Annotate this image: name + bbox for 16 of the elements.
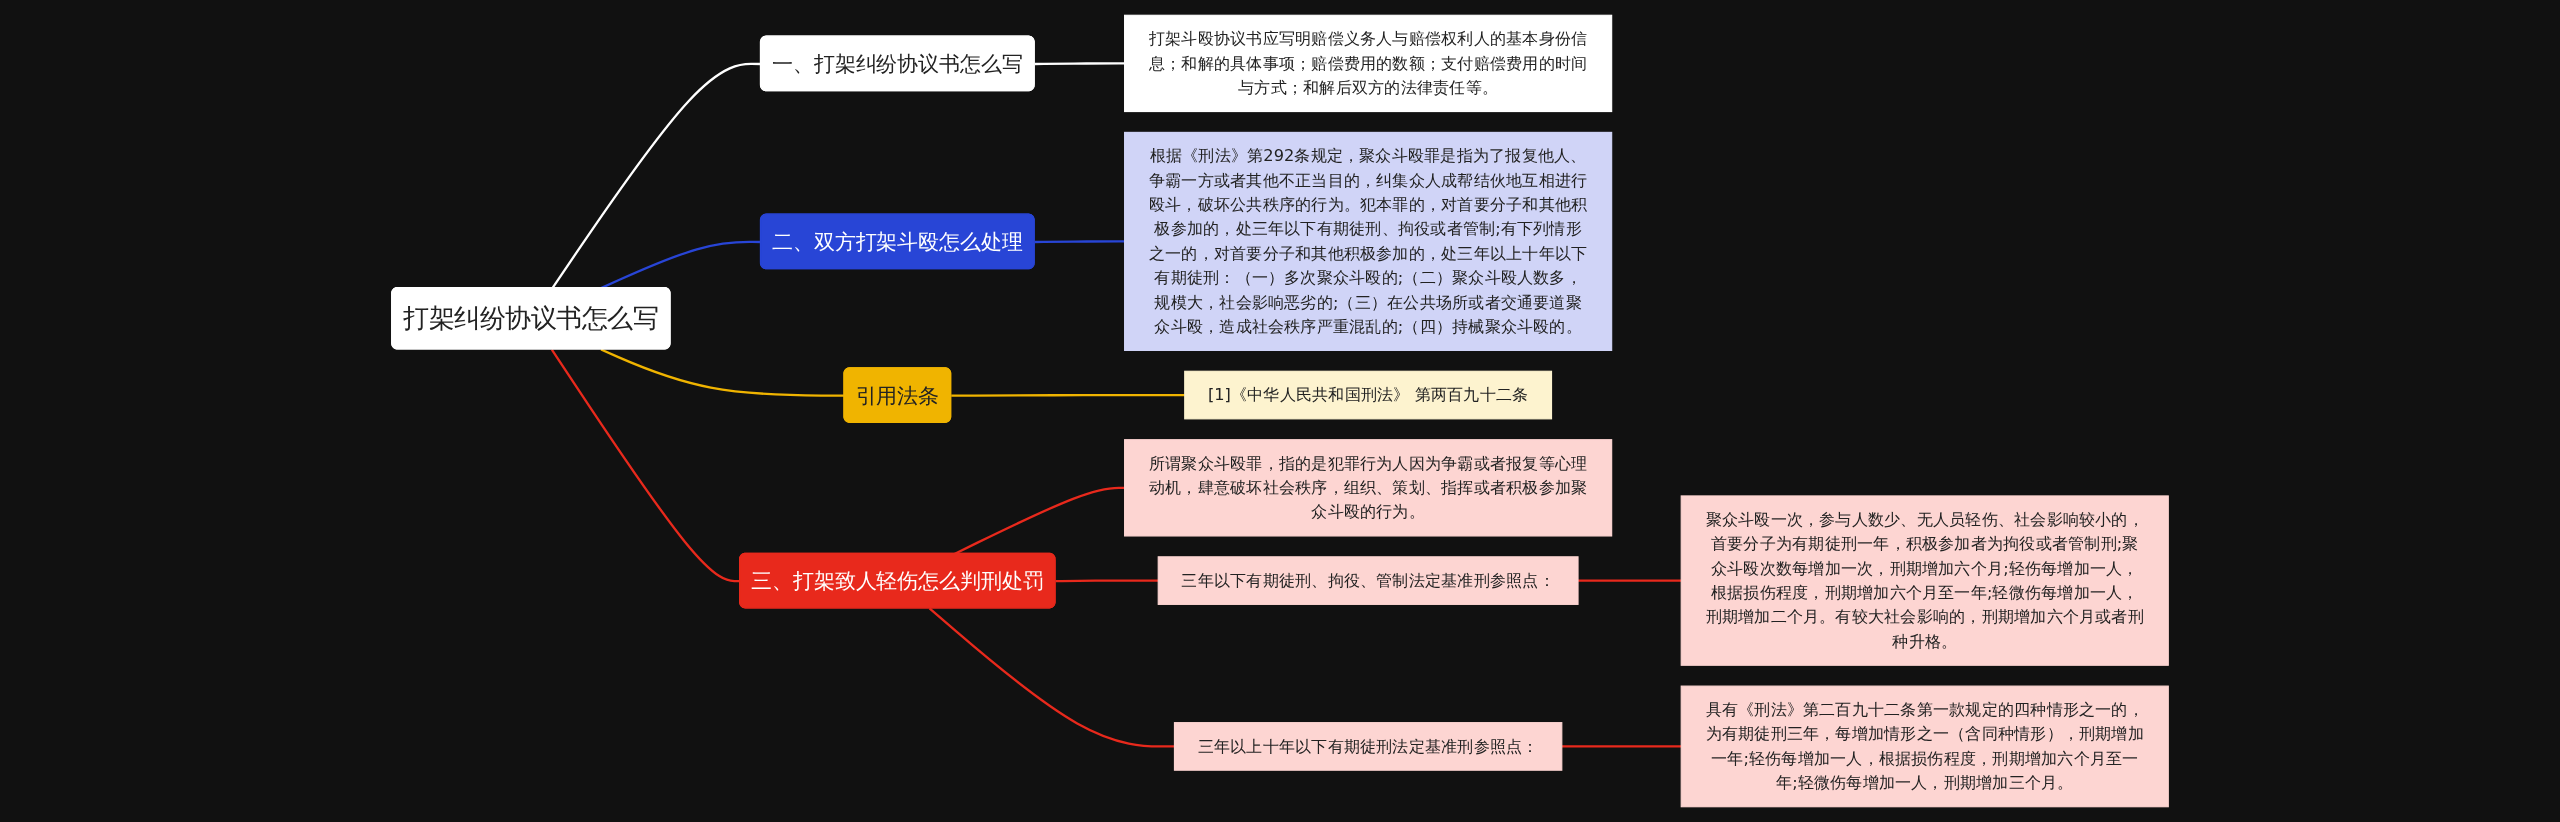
- connector: [1034, 62, 1125, 66]
- connector: [1034, 240, 1125, 244]
- node-box: 根据《刑法》第292条规定，聚众斗殴罪是指为了报复他人、争霸一方或者其他不正当目的，纠集众人成帮结伙地互相进行殴斗，破坏公共秩序的行为。犯本罪的，对首要分子和其他积极参加的，处三年以下有期徒刑、拘役或者管制;有下列情形之一的，对首要分子和其他积极参加的，处三年以上十年以下有期徒刑：（一）多次聚众斗殴的;（二）聚众斗殴人数多，规模大，社会影响恶劣的;（三）在公共场所或者交通要道聚众斗殴，造成社会秩序严重混乱的;（四）持械聚众斗殴的。: [1124, 131, 1613, 351]
- node-box: 所谓聚众斗殴罪，指的是犯罪行为人因为争霸或者报复等心理动机，肆意破坏社会秩序，组织、策划、指挥或者积极参加聚众斗殴的行为。: [1124, 439, 1613, 537]
- node-box: 聚众斗殴一次，参与人数少、无人员轻伤、社会影响较小的，首要分子为有期徒刑一年，积极参加者为拘役或者管制刑;聚众斗殴次数每增加一次，刑期增加六个月;轻伤每增加一人，根据损伤程度，刑期增加六个月至一年;轻微伤每增加一人，刑期增加二个月。有较大社会影响的，刑期增加六个月或者刑种升格。: [1680, 495, 2169, 666]
- node-box: 三年以下有期徒刑、拘役、管制法定基准刑参照点：: [1157, 556, 1579, 605]
- connector: [928, 607, 1175, 748]
- node-box: 三年以上十年以下有期徒刑法定基准刑参照点：: [1173, 722, 1563, 771]
- node-box: [1]《中华人民共和国刑法》 第两百九十二条: [1184, 370, 1553, 420]
- connector: [951, 393, 1185, 397]
- connector: [953, 486, 1125, 555]
- connector: [1055, 579, 1159, 583]
- node-box: 打架斗殴协议书应写明赔偿义务人与赔偿权利人的基本身份信息；和解的具体事项；赔偿费用的数额；支付赔偿费用的时间与方式；和解后双方的法律责任等。: [1124, 14, 1613, 113]
- node-box: 具有《刑法》第二百九十二条第一款规定的四种情形之一的，为有期徒刑三年，每增加情形之一（含同种情形），刑期增加一年;轻伤每增加一人，根据损伤程度，刑期增加六个月至一年;轻微伤每增加一人，刑期增加三个月。: [1680, 685, 2169, 808]
- connector: [1561, 745, 1682, 748]
- connector: [1578, 579, 1682, 582]
